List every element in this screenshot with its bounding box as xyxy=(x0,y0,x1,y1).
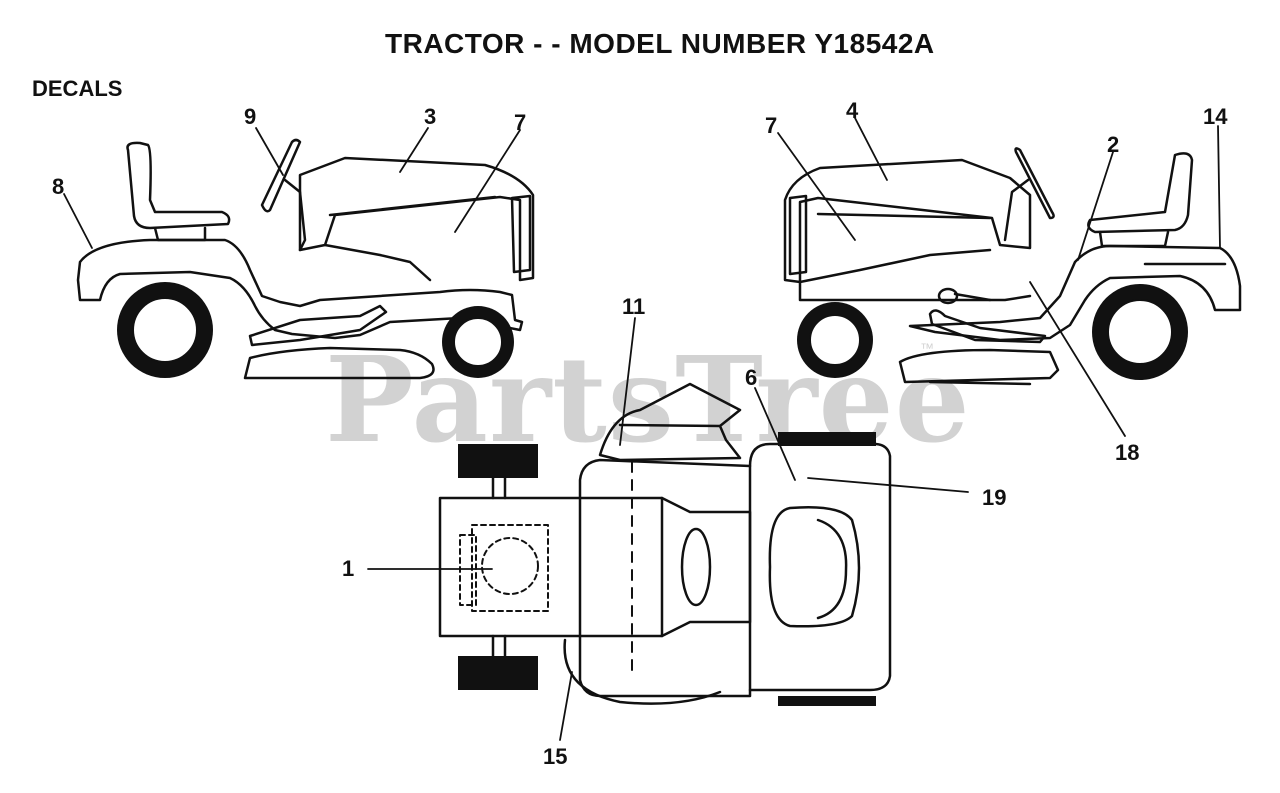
right-steering-wheel xyxy=(1014,147,1055,220)
callout-9: 9 xyxy=(244,104,256,129)
callout-4: 4 xyxy=(846,98,859,123)
right-lift-lever xyxy=(937,287,959,305)
callout-1: 1 xyxy=(342,556,354,581)
right-deck xyxy=(898,348,1060,384)
left-steering-column xyxy=(283,178,307,252)
top-seat xyxy=(768,505,861,628)
callout-3: 3 xyxy=(424,104,436,129)
top-headlight xyxy=(680,527,712,607)
callout-8: 8 xyxy=(52,174,64,199)
top-deck-arc xyxy=(563,638,722,705)
diagram-title: TRACTOR - - MODEL NUMBER Y18542A xyxy=(385,28,935,59)
callout-7-left: 7 xyxy=(514,110,526,135)
callout-labels: 9 3 7 8 7 4 2 14 18 11 6 19 1 15 xyxy=(52,98,1228,769)
left-steering-wheel xyxy=(260,138,302,213)
left-hood-panel xyxy=(328,195,497,217)
callout-14: 14 xyxy=(1203,104,1228,129)
left-seat-base xyxy=(153,226,207,242)
top-hood-step xyxy=(660,496,752,638)
right-footrest xyxy=(928,309,1047,344)
left-hood xyxy=(298,156,535,282)
left-side-view xyxy=(76,138,535,380)
left-rear-wheel xyxy=(117,282,213,378)
top-tire-upper-right xyxy=(778,432,876,446)
left-front-wheel xyxy=(442,306,514,378)
left-deck xyxy=(243,346,435,380)
top-tire-upper-left xyxy=(458,444,538,478)
callout-19: 19 xyxy=(982,485,1006,510)
left-hood-lower xyxy=(323,243,432,282)
top-tire-lower-right xyxy=(778,696,876,706)
top-seat-back xyxy=(598,382,742,462)
right-rear-wheel xyxy=(1092,284,1188,380)
callout-2: 2 xyxy=(1107,132,1119,157)
left-footrest xyxy=(248,304,388,347)
top-front-hood xyxy=(438,496,664,638)
right-hood-lower xyxy=(798,248,992,284)
right-hood-panel xyxy=(816,212,992,220)
right-grille xyxy=(788,194,808,276)
callout-18: 18 xyxy=(1115,440,1139,465)
right-steering-column xyxy=(1003,178,1030,242)
right-front-wheel xyxy=(797,302,873,378)
right-hood xyxy=(783,158,1032,284)
left-grille xyxy=(510,194,532,274)
top-decal-circle xyxy=(481,537,539,595)
right-seat-base xyxy=(1098,230,1170,248)
top-decal-area xyxy=(471,524,549,612)
top-view xyxy=(438,382,892,706)
right-seat xyxy=(1087,152,1194,234)
section-label: DECALS xyxy=(32,76,123,101)
right-frame xyxy=(798,280,1032,302)
left-seat xyxy=(126,141,231,230)
watermark-trademark: ™ xyxy=(920,340,934,356)
leader-lines xyxy=(63,117,1221,741)
callout-15: 15 xyxy=(543,744,567,769)
top-body xyxy=(578,442,892,698)
left-rear-body xyxy=(76,238,524,340)
callout-11: 11 xyxy=(622,294,645,319)
right-side-view xyxy=(783,147,1242,386)
top-tire-lower-left xyxy=(458,656,538,690)
right-rear-body xyxy=(908,244,1242,342)
callout-7-right: 7 xyxy=(765,113,777,138)
callout-6: 6 xyxy=(745,365,757,390)
